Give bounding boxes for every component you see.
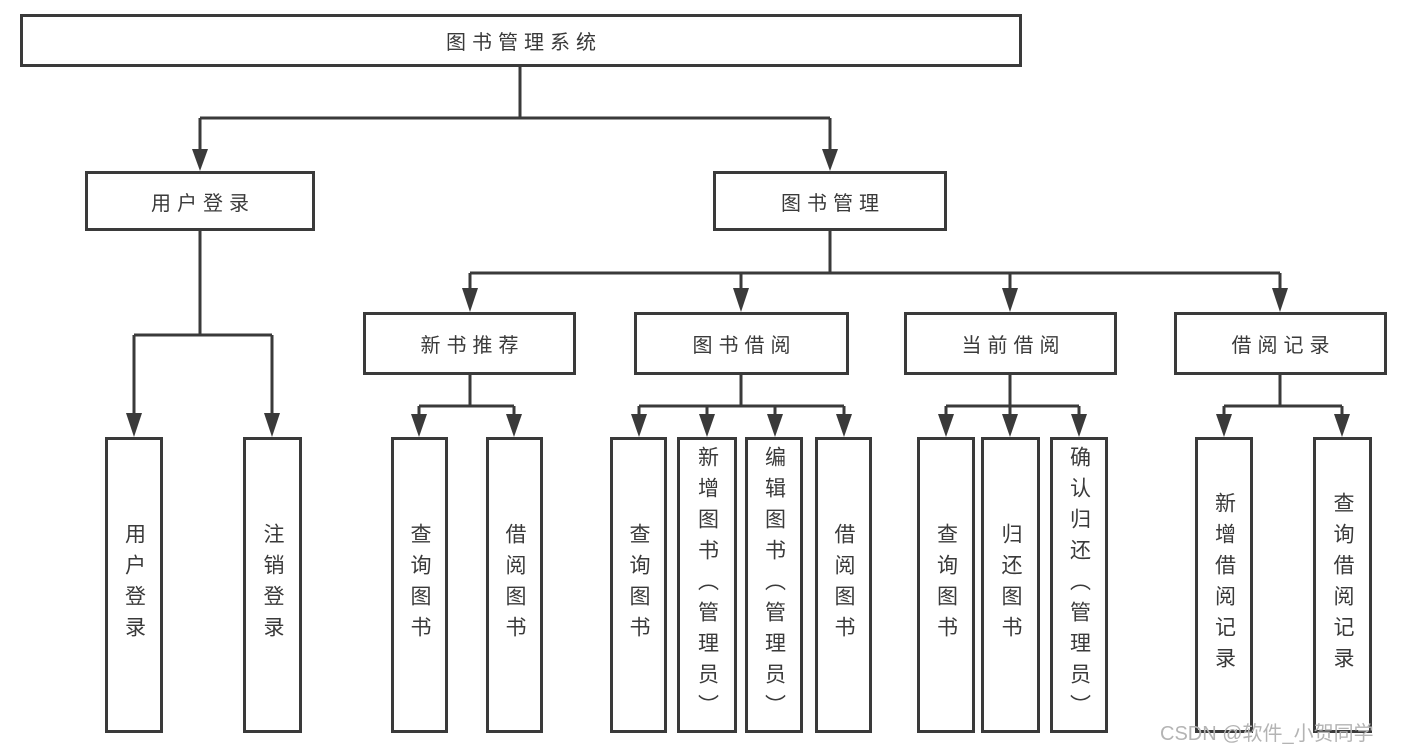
leaf-borrow-edit-admin-label: 编辑图书（管理员） <box>762 445 786 725</box>
leaf-record-query-label: 查询借阅记录 <box>1331 492 1354 678</box>
leaf-record-add-label: 新增借阅记录 <box>1212 492 1236 678</box>
leaf-new-book-query-label: 查询图书 <box>408 523 431 647</box>
leaf-record-add: 新增借阅记录 <box>1195 437 1253 733</box>
connector-root-branch <box>198 67 832 152</box>
connector-book-borrow-branch <box>637 375 846 416</box>
leaf-user-login: 用户登录 <box>105 437 163 733</box>
node-borrow-record: 借阅记录 <box>1174 312 1387 375</box>
leaf-logout-label: 注销登录 <box>261 523 284 647</box>
node-borrow-record-label: 借阅记录 <box>1231 335 1336 357</box>
leaf-current-return: 归还图书 <box>981 437 1040 733</box>
leaf-borrow-query-label: 查询图书 <box>627 523 650 647</box>
connector-user-login-branch <box>132 231 274 416</box>
node-book-mgmt: 图书管理 <box>713 171 947 231</box>
connector-book-mgmt-branch <box>468 231 1282 290</box>
leaf-new-book-query: 查询图书 <box>391 437 448 733</box>
node-book-mgmt-label: 图书管理 <box>781 192 885 215</box>
watermark: CSDN @软件_小贺同学 <box>1160 723 1374 745</box>
leaf-current-query-label: 查询图书 <box>934 523 958 647</box>
leaf-current-confirm-admin-label: 确认归还（管理员） <box>1067 445 1091 725</box>
leaf-borrow-add-admin: 新增图书（管理员） <box>677 437 737 733</box>
leaf-logout: 注销登录 <box>243 437 302 733</box>
node-root-label: 图书管理系统 <box>446 32 602 54</box>
node-root: 图书管理系统 <box>20 14 1022 67</box>
connector-new-book-branch <box>417 375 516 416</box>
connector-current-borrow-branch <box>944 375 1081 416</box>
leaf-borrow-borrow-label: 借阅图书 <box>832 523 855 647</box>
node-current-borrow-label: 当前借阅 <box>961 335 1066 357</box>
node-current-borrow: 当前借阅 <box>904 312 1117 375</box>
arrowheads-level3 <box>462 288 1288 312</box>
leaf-borrow-add-admin-label: 新增图书（管理员） <box>695 445 719 725</box>
leaf-user-login-label: 用户登录 <box>122 523 146 647</box>
leaf-borrow-borrow: 借阅图书 <box>815 437 872 733</box>
connector-borrow-record-branch <box>1222 375 1344 416</box>
leaf-current-confirm-admin: 确认归还（管理员） <box>1050 437 1108 733</box>
leaf-current-query: 查询图书 <box>917 437 975 733</box>
node-new-book: 新书推荐 <box>363 312 576 375</box>
leaf-borrow-edit-admin: 编辑图书（管理员） <box>745 437 803 733</box>
leaf-new-book-borrow: 借阅图书 <box>486 437 543 733</box>
node-user-login: 用户登录 <box>85 171 315 231</box>
arrowheads-level4 <box>411 414 1350 437</box>
node-user-login-label: 用户登录 <box>151 192 255 215</box>
node-new-book-label: 新书推荐 <box>420 335 525 357</box>
leaf-current-return-label: 归还图书 <box>999 523 1022 647</box>
leaf-record-query: 查询借阅记录 <box>1313 437 1372 733</box>
arrowheads-level2 <box>192 149 838 171</box>
arrowheads-user-login <box>126 413 280 437</box>
node-book-borrow-label: 图书借阅 <box>692 335 797 357</box>
leaf-new-book-borrow-label: 借阅图书 <box>503 523 526 647</box>
node-book-borrow: 图书借阅 <box>634 312 849 375</box>
leaf-borrow-query: 查询图书 <box>610 437 667 733</box>
